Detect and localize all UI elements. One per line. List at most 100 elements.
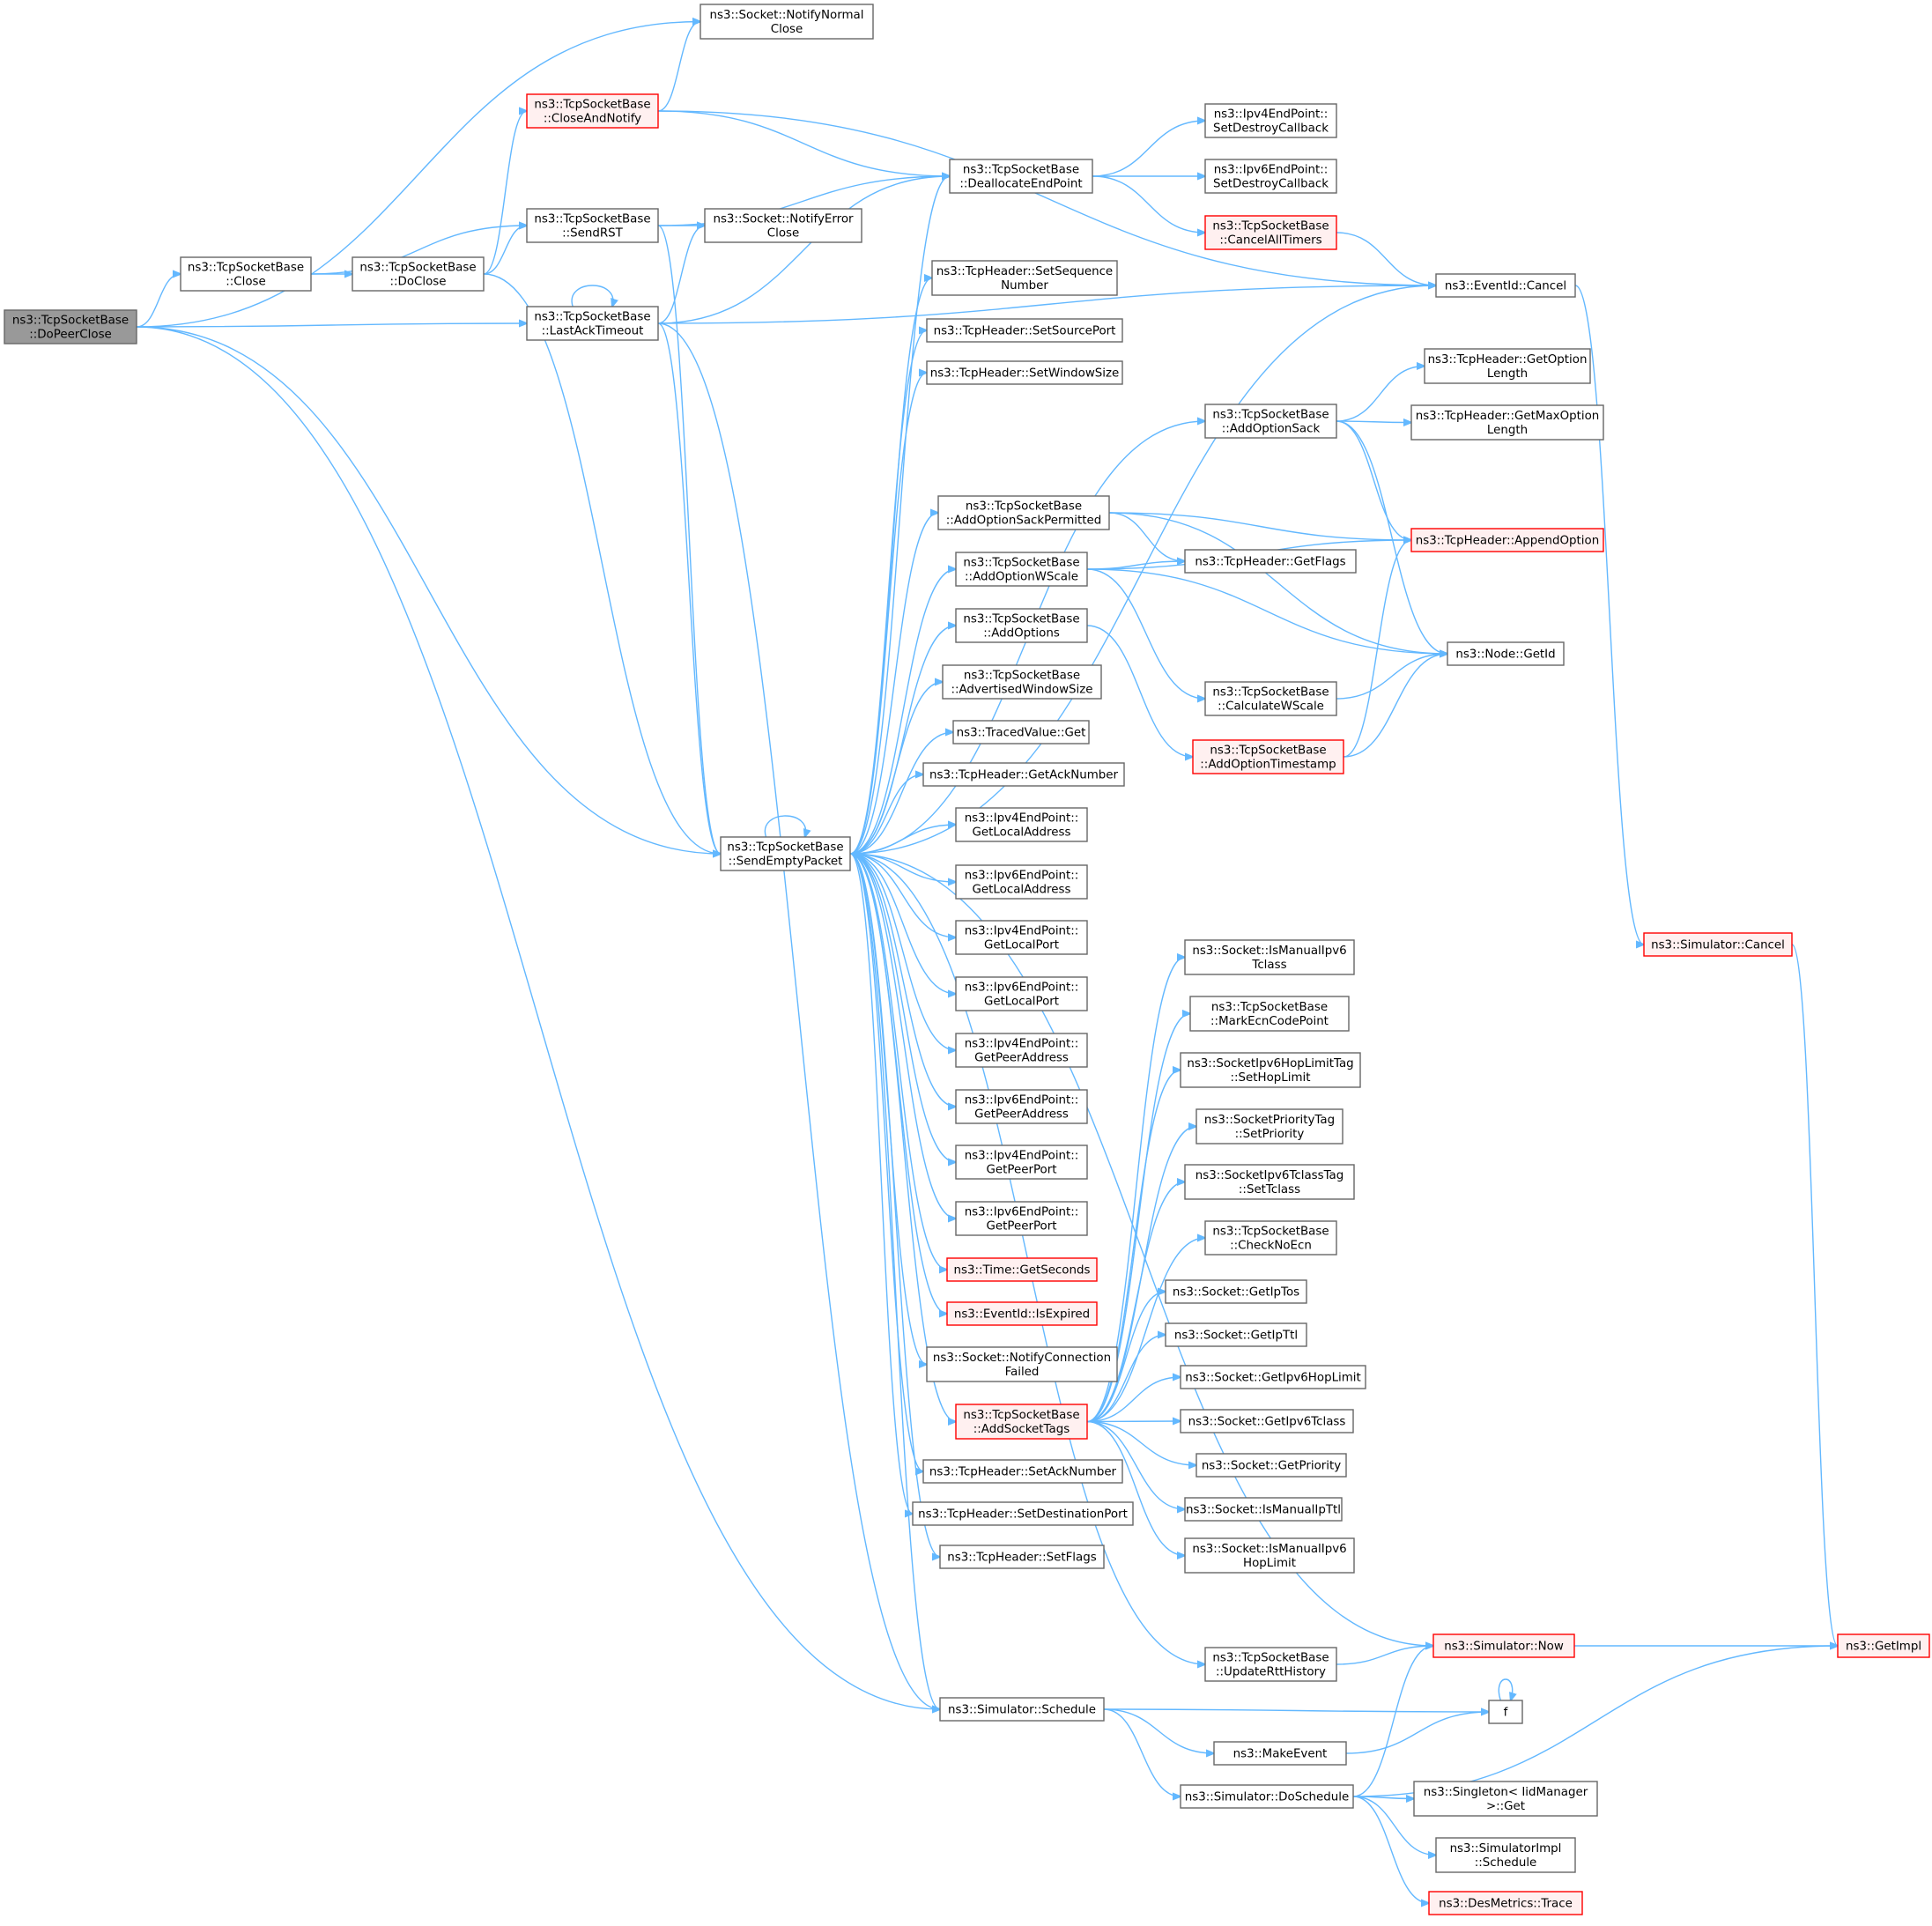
node-ipv6-set-destroy[interactable]: ns3::Ipv6EndPoint::SetDestroyCallback <box>1204 159 1337 194</box>
node-set-hop-limit[interactable]: ns3::SocketIpv6HopLimitTag::SetHopLimit <box>1180 1052 1361 1088</box>
edge-send-empty-packet-to-ipv4-get-peer-address <box>849 853 956 1050</box>
node-ipv4-get-local-port[interactable]: ns3::Ipv4EndPoint::GetLocalPort <box>955 920 1088 955</box>
node-last-ack-timeout[interactable]: ns3::TcpSocketBase::LastAckTimeout <box>526 306 659 341</box>
node-label-line: ns3::Ipv6EndPoint:: <box>965 870 1079 883</box>
node-set-window-size[interactable]: ns3::TcpHeader::SetWindowSize <box>926 360 1123 385</box>
edge-send-empty-packet-to-ipv4-get-local-port <box>849 853 956 937</box>
node-set-source-port[interactable]: ns3::TcpHeader::SetSourcePort <box>926 318 1123 343</box>
node-f[interactable]: f <box>1488 1700 1523 1724</box>
node-get-ip-ttl[interactable]: ns3::Socket::GetIpTtl <box>1165 1322 1307 1347</box>
node-deallocate-end-point[interactable]: ns3::TcpSocketBase::DeallocateEndPoint <box>949 159 1093 194</box>
node-get-ipv6-hop-limit[interactable]: ns3::Socket::GetIpv6HopLimit <box>1180 1365 1366 1389</box>
node-get-ip-tos[interactable]: ns3::Socket::GetIpTos <box>1165 1279 1307 1304</box>
node-label-line: ns3::TcpSocketBase <box>12 315 129 328</box>
node-label-line: ns3::TcpSocketBase <box>963 1409 1079 1422</box>
node-ipv4-get-local-address[interactable]: ns3::Ipv4EndPoint::GetLocalAddress <box>955 807 1088 842</box>
node-get-priority[interactable]: ns3::Socket::GetPriority <box>1195 1453 1347 1478</box>
node-box <box>1184 1537 1355 1574</box>
node-label-line: GetPeerAddress <box>974 1108 1069 1122</box>
edge-do-peer-close-to-last-ack-timeout <box>136 323 527 327</box>
node-check-no-ecn[interactable]: ns3::TcpSocketBase::CheckNoEcn <box>1204 1220 1337 1256</box>
node-advertised-window-size[interactable]: ns3::TcpSocketBase::AdvertisedWindowSize <box>942 664 1102 700</box>
node-simulator-cancel[interactable]: ns3::Simulator::Cancel <box>1643 932 1793 957</box>
edge-do-peer-close-to-simulator-schedule <box>136 326 940 1709</box>
node-do-peer-close[interactable]: ns3::TcpSocketBase::DoPeerClose <box>4 309 137 344</box>
node-des-metrics-trace[interactable]: ns3::DesMetrics::Trace <box>1428 1891 1583 1915</box>
node-label-line: GetPeerAddress <box>974 1052 1069 1065</box>
node-label-line: ::DeallocateEndPoint <box>959 178 1082 191</box>
node-label-line: ns3::TcpSocketBase <box>534 213 650 226</box>
node-send-r-s-t[interactable]: ns3::TcpSocketBase::SendRST <box>526 208 659 243</box>
node-ipv4-get-peer-address[interactable]: ns3::Ipv4EndPoint::GetPeerAddress <box>955 1033 1088 1068</box>
node-set-destination-port[interactable]: ns3::TcpHeader::SetDestinationPort <box>912 1501 1134 1526</box>
node-ipv6-get-local-address[interactable]: ns3::Ipv6EndPoint::GetLocalAddress <box>955 864 1088 900</box>
node-get-ack-number[interactable]: ns3::TcpHeader::GetAckNumber <box>922 762 1125 787</box>
edge-add-socket-tags-to-set-hop-limit <box>1086 1070 1181 1423</box>
node-label-line: ns3::TcpHeader::GetMaxOption <box>1416 410 1600 423</box>
node-event-id-is-expired[interactable]: ns3::EventId::IsExpired <box>946 1301 1098 1326</box>
node-box <box>955 1144 1088 1180</box>
node-update-rtt-history[interactable]: ns3::TcpSocketBase::UpdateRttHistory <box>1204 1647 1337 1682</box>
node-set-ack-number[interactable]: ns3::TcpHeader::SetAckNumber <box>922 1459 1123 1484</box>
node-event-id-cancel[interactable]: ns3::EventId::Cancel <box>1435 273 1576 298</box>
node-label-line: ::AddOptionSackPermitted <box>946 515 1102 528</box>
node-singleton-get[interactable]: ns3::Singleton< IidManager>::Get <box>1413 1781 1598 1817</box>
node-get-ipv6-tclass[interactable]: ns3::Socket::GetIpv6Tclass <box>1180 1409 1354 1433</box>
node-set-priority[interactable]: ns3::SocketPriorityTag::SetPriority <box>1195 1108 1344 1144</box>
node-simulator-now[interactable]: ns3::Simulator::Now <box>1432 1633 1575 1658</box>
node-box <box>1204 1647 1337 1682</box>
node-label-line: Close <box>771 23 803 36</box>
edge-event-id-cancel-to-simulator-cancel <box>1574 285 1644 944</box>
node-label-line: Length <box>1487 367 1528 381</box>
node-label-line: ns3::TcpSocketBase <box>1212 220 1329 233</box>
node-simulator-schedule[interactable]: ns3::Simulator::Schedule <box>939 1697 1105 1722</box>
node-ipv4-set-destroy[interactable]: ns3::Ipv4EndPoint::SetDestroyCallback <box>1204 103 1337 138</box>
node-close-and-notify[interactable]: ns3::TcpSocketBase::CloseAndNotify <box>526 93 659 129</box>
node-add-option-sack[interactable]: ns3::TcpSocketBase::AddOptionSack <box>1204 404 1337 439</box>
node-close[interactable]: ns3::TcpSocketBase::Close <box>180 256 312 292</box>
node-get-flags[interactable]: ns3::TcpHeader::GetFlags <box>1184 549 1357 574</box>
node-sim-impl-schedule[interactable]: ns3::SimulatorImpl::Schedule <box>1435 1837 1576 1873</box>
node-add-socket-tags[interactable]: ns3::TcpSocketBase::AddSocketTags <box>955 1404 1088 1440</box>
node-label-line: ns3::TcpHeader::AppendOption <box>1416 535 1599 548</box>
node-box <box>1180 1365 1366 1389</box>
node-send-empty-packet[interactable]: ns3::TcpSocketBase::SendEmptyPacket <box>720 836 851 871</box>
node-do-close[interactable]: ns3::TcpSocketBase::DoClose <box>352 256 485 292</box>
node-label-line: ::SetTclass <box>1239 1183 1300 1196</box>
node-time-get-seconds[interactable]: ns3::Time::GetSeconds <box>946 1257 1098 1282</box>
node-box <box>955 1089 1088 1124</box>
node-add-option-w-scale[interactable]: ns3::TcpSocketBase::AddOptionWScale <box>955 552 1088 587</box>
node-label-line: ns3::Simulator::DoSchedule <box>1185 1791 1349 1804</box>
node-append-option[interactable]: ns3::TcpHeader::AppendOption <box>1410 528 1604 552</box>
edge-send-empty-packet-to-set-destination-port <box>849 853 913 1514</box>
node-is-manual-ip-ttl[interactable]: ns3::Socket::IsManualIpTtl <box>1184 1497 1343 1522</box>
node-traced-value-get[interactable]: ns3::TracedValue::Get <box>952 720 1090 744</box>
node-set-tclass[interactable]: ns3::SocketIpv6TclassTag::SetTclass <box>1184 1164 1355 1200</box>
node-do-schedule[interactable]: ns3::Simulator::DoSchedule <box>1180 1784 1354 1809</box>
node-ipv6-get-peer-address[interactable]: ns3::Ipv6EndPoint::GetPeerAddress <box>955 1089 1088 1124</box>
node-add-option-timestamp[interactable]: ns3::TcpSocketBase::AddOptionTimestamp <box>1192 739 1344 774</box>
node-label-line: ns3::TcpSocketBase <box>534 311 650 324</box>
node-add-options[interactable]: ns3::TcpSocketBase::AddOptions <box>955 608 1088 643</box>
node-label-line: ns3::Socket::GetIpTtl <box>1174 1330 1298 1343</box>
node-ipv4-get-peer-port[interactable]: ns3::Ipv4EndPoint::GetPeerPort <box>955 1144 1088 1180</box>
node-node-get-id[interactable]: ns3::Node::GetId <box>1447 641 1565 666</box>
node-mark-ecn-code-point[interactable]: ns3::TcpSocketBase::MarkEcnCodePoint <box>1189 996 1350 1032</box>
node-add-option-sack-permitted[interactable]: ns3::TcpSocketBase::AddOptionSackPermitt… <box>937 495 1110 530</box>
node-set-flags[interactable]: ns3::TcpHeader::SetFlags <box>939 1545 1105 1569</box>
node-cancel-all-timers[interactable]: ns3::TcpSocketBase::CancelAllTimers <box>1204 215 1337 250</box>
node-get-impl[interactable]: ns3::GetImpl <box>1837 1633 1930 1658</box>
node-ipv6-get-peer-port[interactable]: ns3::Ipv6EndPoint::GetPeerPort <box>955 1201 1088 1236</box>
node-ipv6-get-local-port[interactable]: ns3::Ipv6EndPoint::GetLocalPort <box>955 976 1088 1011</box>
node-calculate-w-scale[interactable]: ns3::TcpSocketBase::CalculateWScale <box>1204 681 1337 716</box>
node-label-line: ::SetPriority <box>1235 1128 1305 1141</box>
node-make-event[interactable]: ns3::MakeEvent <box>1213 1741 1347 1766</box>
